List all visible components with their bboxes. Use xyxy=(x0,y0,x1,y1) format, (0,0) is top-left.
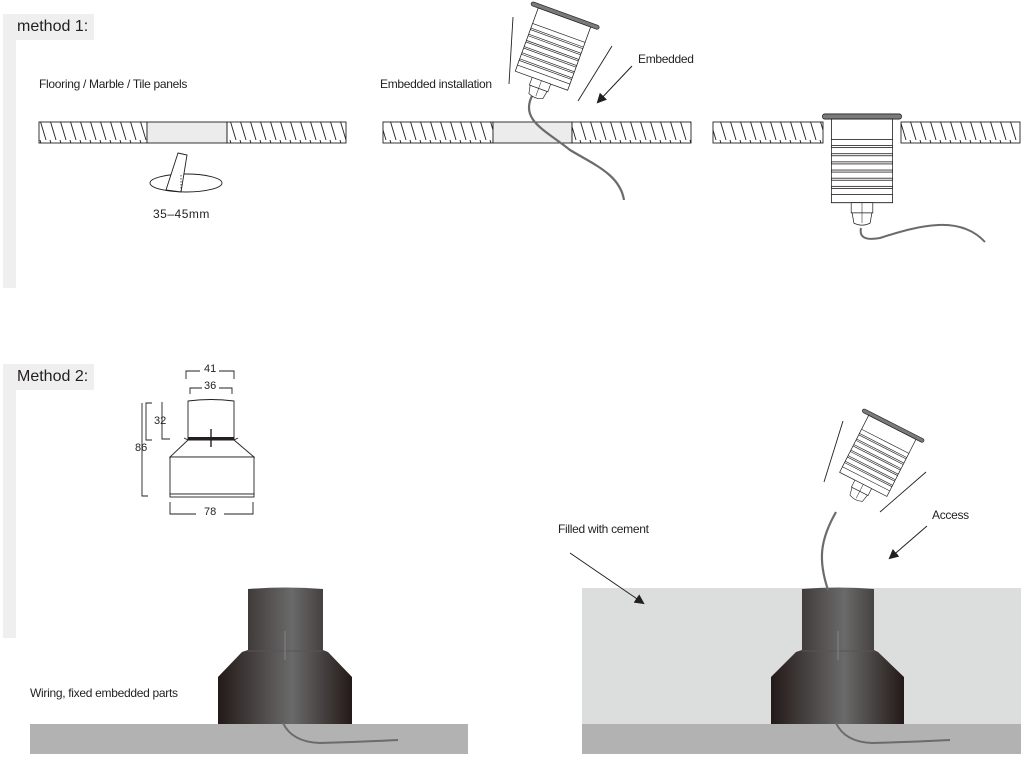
ground-slab-right xyxy=(582,724,1021,754)
dim-top-outer: 41 xyxy=(204,363,217,375)
tilted-fixture-icon xyxy=(500,0,626,201)
tilted-fixture-icon-2 xyxy=(820,407,927,591)
dim-upper-height: 32 xyxy=(154,415,167,427)
cement-arrow xyxy=(569,552,645,605)
ground-slab-left xyxy=(30,724,468,754)
method2-heading: Method 2: xyxy=(3,364,95,390)
method1-sidebar xyxy=(3,14,16,288)
embedded-sleeve-right xyxy=(771,587,904,724)
cable-left xyxy=(282,722,399,745)
embedded-label: Embedded xyxy=(638,52,694,66)
embedded-sleeve-left xyxy=(218,587,352,724)
wiring-label: Wiring, fixed embedded parts xyxy=(30,686,178,700)
dimension-drawing xyxy=(141,370,256,515)
embedded-arrow xyxy=(596,65,633,104)
access-label: Access xyxy=(932,508,969,522)
installed-fixture-icon xyxy=(821,113,986,243)
hole-size-label: 35‒45mm xyxy=(153,207,210,221)
flooring-label: Flooring / Marble / Tile panels xyxy=(39,77,188,91)
dim-total-height: 86 xyxy=(135,442,148,454)
dim-top-inner: 36 xyxy=(204,380,217,392)
hole-saw-icon xyxy=(149,152,223,193)
embedded-installation-label: Embedded installation xyxy=(380,77,492,91)
method1-heading: method 1: xyxy=(3,14,95,40)
cement-label: Filled with cement xyxy=(558,522,649,536)
floor-panel-3 xyxy=(712,121,1021,144)
cable-right xyxy=(835,722,951,745)
floor-panel-1 xyxy=(38,121,347,144)
method2-sidebar xyxy=(3,364,16,638)
dim-base-width: 78 xyxy=(204,506,217,518)
access-arrow xyxy=(888,525,928,560)
